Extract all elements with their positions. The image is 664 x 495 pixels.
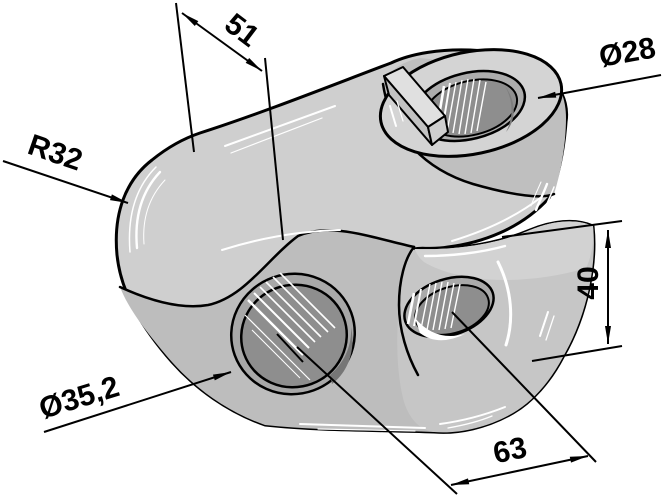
main-bore-hatch [244,272,336,381]
dimension-63: 63 [296,311,597,495]
lower-bore-throughlight [415,318,465,341]
ext-line-63-left [296,346,458,495]
ext-line-40-bottom [531,345,623,362]
ext-line-51-b [264,57,284,241]
main-bore-shadow [330,327,353,384]
top-bore-shadow [505,86,514,132]
main-hole [229,272,357,396]
leader-line-d28 [537,74,662,99]
dim-line-63 [450,455,589,486]
dimension-40: 40 [501,220,623,362]
lower-boss-highlights [423,244,555,429]
top-bore-hatch [435,78,487,135]
lower-boss [397,221,594,433]
dim-label-51: 51 [218,7,265,53]
dim-label-40: 40 [572,266,605,299]
lower-bore-hatch [406,281,461,331]
lower-boss-left-edge [397,245,420,377]
ext-line-63-right [451,311,597,463]
ext-line-40-top [501,220,623,238]
key-tab [383,66,449,146]
leader-line-d352 [43,371,232,433]
face-crease-line [118,229,416,308]
dimension-r32: R32 [2,128,129,204]
dim-label-63: 63 [490,431,530,470]
dim-label-d28: Ø28 [597,31,659,73]
ext-line-51-a [175,2,195,153]
main-hole-bore [239,283,349,389]
leader-line-r32 [2,160,129,204]
top-boss [378,48,566,214]
main-bore-scratch [276,333,304,363]
lower-boss-top-face [415,221,594,280]
dim-label-d352: Ø35,2 [35,370,123,425]
dim-line-51 [181,12,263,72]
surface-highlights [128,105,541,432]
